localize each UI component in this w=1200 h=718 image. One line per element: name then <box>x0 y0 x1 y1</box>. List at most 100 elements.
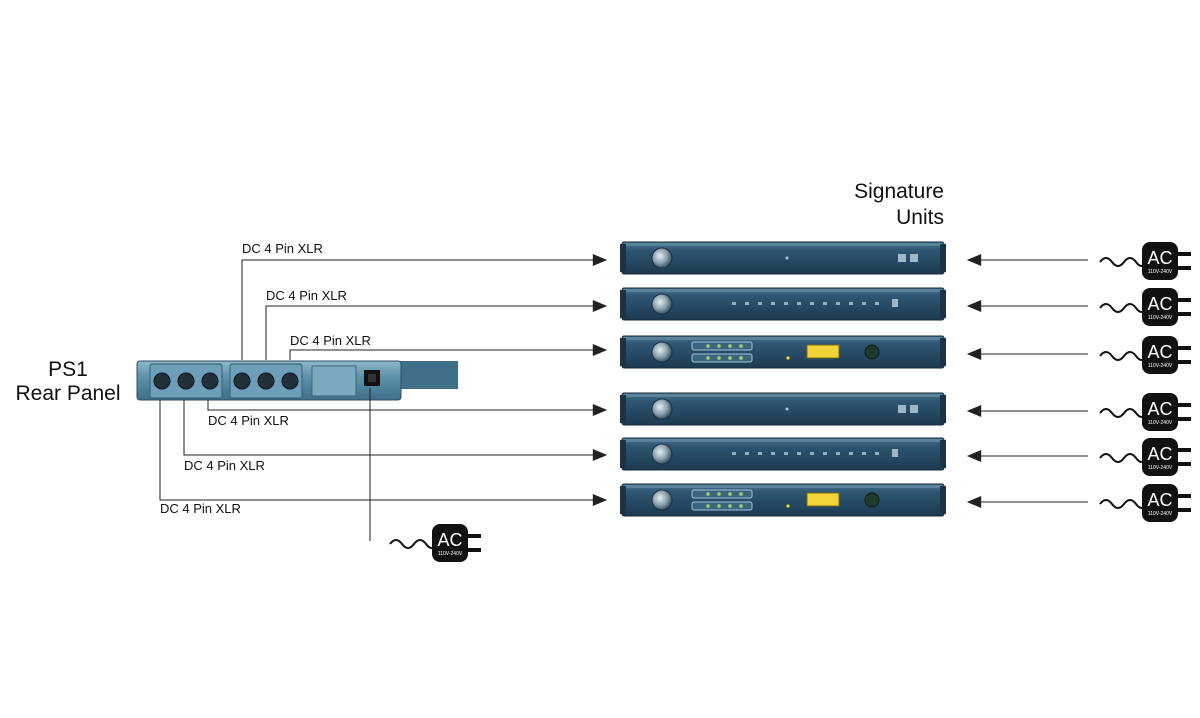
cable-labels: DC 4 Pin XLR DC 4 Pin XLR DC 4 Pin XLR D… <box>160 241 371 516</box>
led-indicator-icon <box>728 344 732 348</box>
ac-plug-label: AC <box>1147 248 1172 268</box>
plug-prong-icon <box>1177 508 1191 512</box>
rack-ear-right <box>940 486 946 514</box>
rack-ear-left <box>620 338 626 366</box>
rack-unit-top-edge <box>624 394 942 397</box>
cable-label-1: DC 4 Pin XLR <box>242 241 323 256</box>
rack-unit-top-edge <box>624 439 942 442</box>
power-cord-icon <box>1099 499 1148 509</box>
dc-cable-6 <box>159 400 608 506</box>
power-switch-icon <box>910 254 918 262</box>
led-indicator-icon <box>728 356 732 360</box>
ac-plug-voltage: 110V-240V <box>1148 511 1173 517</box>
ac-plug-voltage: 110V-240V <box>1148 315 1173 321</box>
led-indicator-icon <box>706 356 710 360</box>
plug-prong-icon <box>1177 360 1191 364</box>
led-indicator-icon <box>797 302 801 305</box>
rack-ear-right <box>940 290 946 318</box>
rack-ear-right <box>940 395 946 423</box>
led-indicator-icon <box>771 302 775 305</box>
ac-plug-label: AC <box>1147 490 1172 510</box>
ac-plug-icon <box>1142 438 1178 476</box>
led-indicator-icon <box>875 302 879 305</box>
rack-ear-left <box>620 440 626 468</box>
ac-plug-label: AC <box>1147 444 1172 464</box>
ac-plug-label: AC <box>1147 399 1172 419</box>
xlr-connector-6 <box>281 372 299 390</box>
led-indicator-icon <box>849 302 853 305</box>
ps1-label: PS1 <box>48 358 88 381</box>
ps1-rear-panel <box>136 360 458 401</box>
led-indicator-icon <box>784 302 788 305</box>
led-indicator-icon <box>739 492 743 496</box>
rack-ear-left <box>620 486 626 514</box>
xlr-connector-3 <box>201 372 219 390</box>
led-indicator-icon <box>739 356 743 360</box>
rack-unit-6 <box>620 483 946 517</box>
led-indicator-icon <box>823 452 827 455</box>
plug-prong-icon <box>1177 417 1191 421</box>
units-label: Signature <box>854 180 944 203</box>
led-indicator-icon <box>745 302 749 305</box>
signature-logo-icon <box>651 293 673 315</box>
rack-unit-2 <box>620 287 946 321</box>
units-label-line2: Units <box>896 206 944 229</box>
signature-logo-icon <box>651 489 673 511</box>
dc-cables <box>159 254 608 506</box>
xlr-connector-4 <box>233 372 251 390</box>
iec-inlet-pins <box>368 374 376 382</box>
power-cord-icon <box>1099 408 1148 418</box>
power-cord-icon <box>1099 351 1148 361</box>
led-indicator-icon <box>706 504 710 508</box>
power-switch-icon <box>898 254 906 262</box>
indicator-led-icon <box>785 256 789 260</box>
led-indicator-icon <box>717 492 721 496</box>
rack-ear-left <box>620 244 626 272</box>
ps1-sublabel: Rear Panel <box>15 382 120 405</box>
power-cord-icon <box>389 539 438 549</box>
rack-unit-top-edge <box>624 485 942 488</box>
ac-plug-voltage: 110V-240V <box>438 551 463 557</box>
ps1-label-line2: Rear Panel <box>15 382 120 405</box>
signature-logo-icon <box>651 443 673 465</box>
ac-plug-icon <box>432 524 468 562</box>
led-indicator-icon <box>758 452 762 455</box>
led-indicator-icon <box>706 344 710 348</box>
rack-unit-3 <box>620 335 946 369</box>
led-indicator-icon <box>810 452 814 455</box>
plug-prong-icon <box>1177 252 1191 256</box>
rack-ear-right <box>940 338 946 366</box>
rack-unit-4 <box>620 392 946 426</box>
power-cord-icon <box>1099 303 1148 313</box>
plug-prong-icon <box>467 534 481 538</box>
dc-cable-2 <box>265 300 608 360</box>
led-indicator-icon <box>875 452 879 455</box>
meter-panel-bottom <box>691 501 753 511</box>
plug-prong-icon <box>1177 462 1191 466</box>
power-switch-icon <box>910 405 918 413</box>
cable-label-2: DC 4 Pin XLR <box>266 288 347 303</box>
rack-ear-right <box>940 440 946 468</box>
meter-panel-top <box>691 341 753 351</box>
rack-unit-top-edge <box>624 243 942 246</box>
plug-prong-icon <box>1177 448 1191 452</box>
power-cord-icon <box>1099 257 1148 267</box>
signature-units <box>620 241 946 517</box>
led-indicator-icon <box>728 492 732 496</box>
led-indicator-icon <box>717 344 721 348</box>
led-indicator-icon <box>758 302 762 305</box>
signature-logo-icon <box>651 341 673 363</box>
ac-plug-label: AC <box>437 530 462 550</box>
ac-plugs: AC110V-240VAC110V-240VAC110V-240VAC110V-… <box>389 242 1191 562</box>
ac-plug-icon <box>1142 484 1178 522</box>
ac-plug-icon <box>1142 242 1178 280</box>
signature-logo-icon <box>651 398 673 420</box>
ac-plug-icon <box>1142 336 1178 374</box>
led-indicator-icon <box>862 452 866 455</box>
indicator-led-icon <box>786 504 790 508</box>
indicator-led-icon <box>786 356 790 360</box>
led-indicator-icon <box>810 302 814 305</box>
control-knob-icon <box>864 492 880 508</box>
